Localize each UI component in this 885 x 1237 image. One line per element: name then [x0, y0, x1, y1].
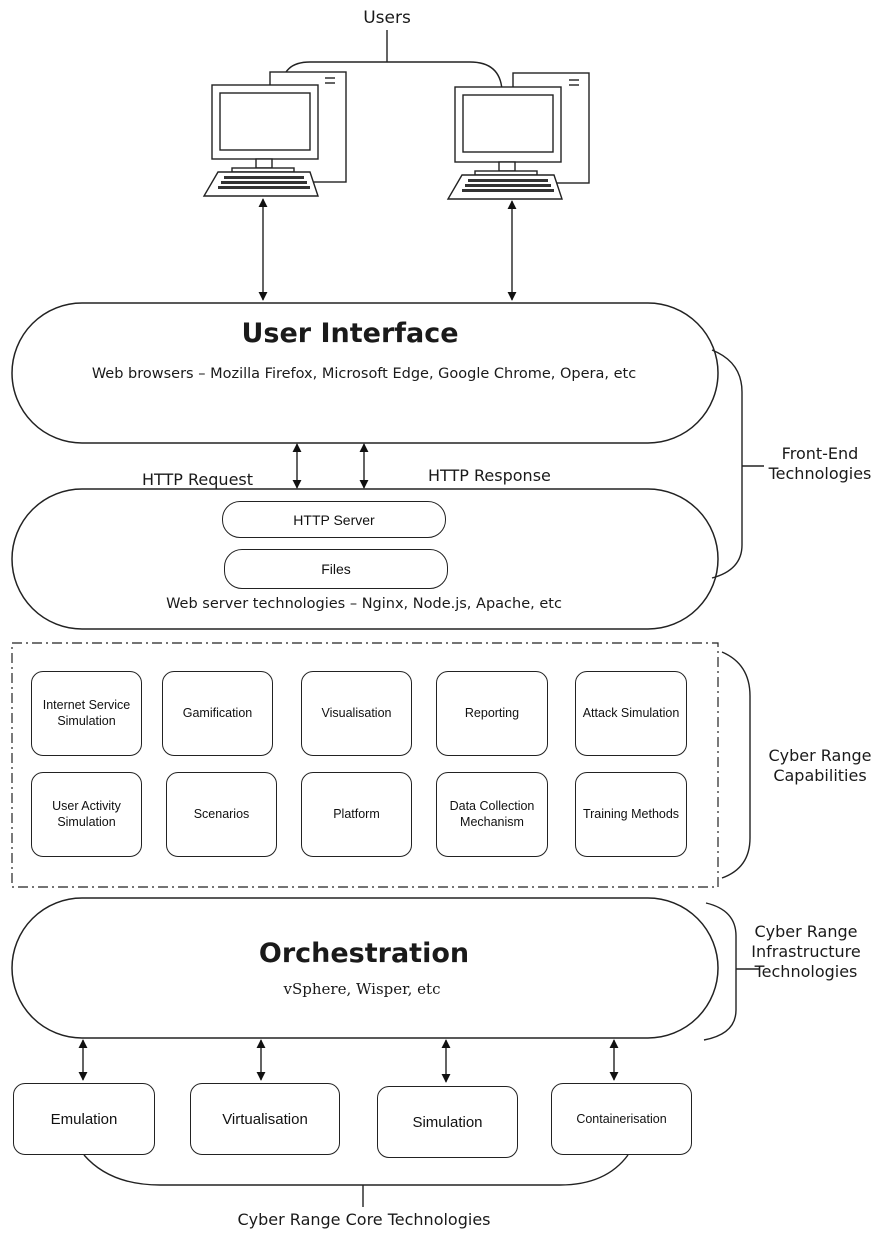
infrastructure-label: Cyber Range Infrastructure Technologies	[751, 922, 861, 981]
orchestration-subtitle: vSphere, Wisper, etc	[283, 980, 441, 998]
http-request-label: HTTP Request	[142, 470, 254, 489]
files-label: Files	[321, 561, 351, 577]
http-server-label: HTTP Server	[293, 511, 375, 528]
front-end-label: Front-End Technologies	[768, 444, 872, 483]
capability-box: Reporting	[436, 671, 548, 756]
capability-label: Gamification	[182, 705, 253, 720]
orchestration-title: Orchestration	[258, 938, 470, 969]
core-tech-box: Emulation	[13, 1083, 155, 1155]
keyboard-keys-left	[218, 176, 310, 189]
web-server-shape	[11, 488, 719, 630]
infrastructure-brace	[703, 902, 760, 1041]
user-interface-shape	[11, 302, 719, 444]
capability-label: Reporting	[464, 705, 520, 720]
orchestration-shape	[11, 897, 719, 1039]
capabilities-label: Cyber Range Capabilities	[768, 746, 872, 785]
computer-icon	[446, 72, 590, 200]
users-label: Users	[363, 8, 411, 28]
capability-box: Gamification	[162, 671, 273, 756]
core-tech-box: Containerisation	[551, 1083, 692, 1155]
capability-box: Platform	[301, 772, 412, 857]
capability-label: Attack Simulation	[582, 705, 680, 720]
capability-box: User Activity Simulation	[31, 772, 142, 857]
capability-box: Attack Simulation	[575, 671, 687, 756]
front-end-brace	[711, 349, 764, 579]
capability-label: Data Collection Mechanism	[449, 798, 535, 829]
capability-box: Training Methods	[575, 772, 687, 857]
capability-box: Scenarios	[166, 772, 277, 857]
capability-label: Training Methods	[582, 806, 680, 821]
capability-box: Visualisation	[301, 671, 412, 756]
capability-label: Visualisation	[321, 705, 392, 720]
user-interface-title: User Interface	[241, 318, 459, 349]
capability-box: Data Collection Mechanism	[436, 772, 548, 857]
user-interface-subtitle: Web browsers – Mozilla Firefox, Microsof…	[91, 366, 637, 382]
core-tech-label: Emulation	[50, 1110, 118, 1128]
core-tech-box: Virtualisation	[190, 1083, 340, 1155]
core-tech-label: Containerisation	[576, 1112, 667, 1126]
http-server-box: HTTP Server	[222, 501, 446, 538]
capability-label: Internet Service Simulation	[42, 697, 131, 728]
core-tech-box: Simulation	[377, 1086, 518, 1158]
core-bracket	[83, 1154, 629, 1207]
core-tech-label: Simulation	[412, 1113, 483, 1131]
keyboard-keys-right	[462, 179, 554, 192]
capability-label: User Activity Simulation	[52, 798, 121, 829]
capability-box: Internet Service Simulation	[31, 671, 142, 756]
capabilities-brace	[721, 651, 751, 879]
capability-label: Platform	[333, 806, 380, 821]
core-label: Cyber Range Core Technologies	[237, 1210, 491, 1229]
files-box: Files	[224, 549, 448, 589]
http-response-label: HTTP Response	[428, 466, 551, 485]
capability-label: Scenarios	[193, 806, 250, 821]
capabilities-frame	[11, 642, 719, 888]
core-tech-label: Virtualisation	[222, 1110, 308, 1128]
web-server-caption: Web server technologies – Nginx, Node.js…	[166, 596, 562, 612]
computer-icon	[202, 71, 347, 197]
